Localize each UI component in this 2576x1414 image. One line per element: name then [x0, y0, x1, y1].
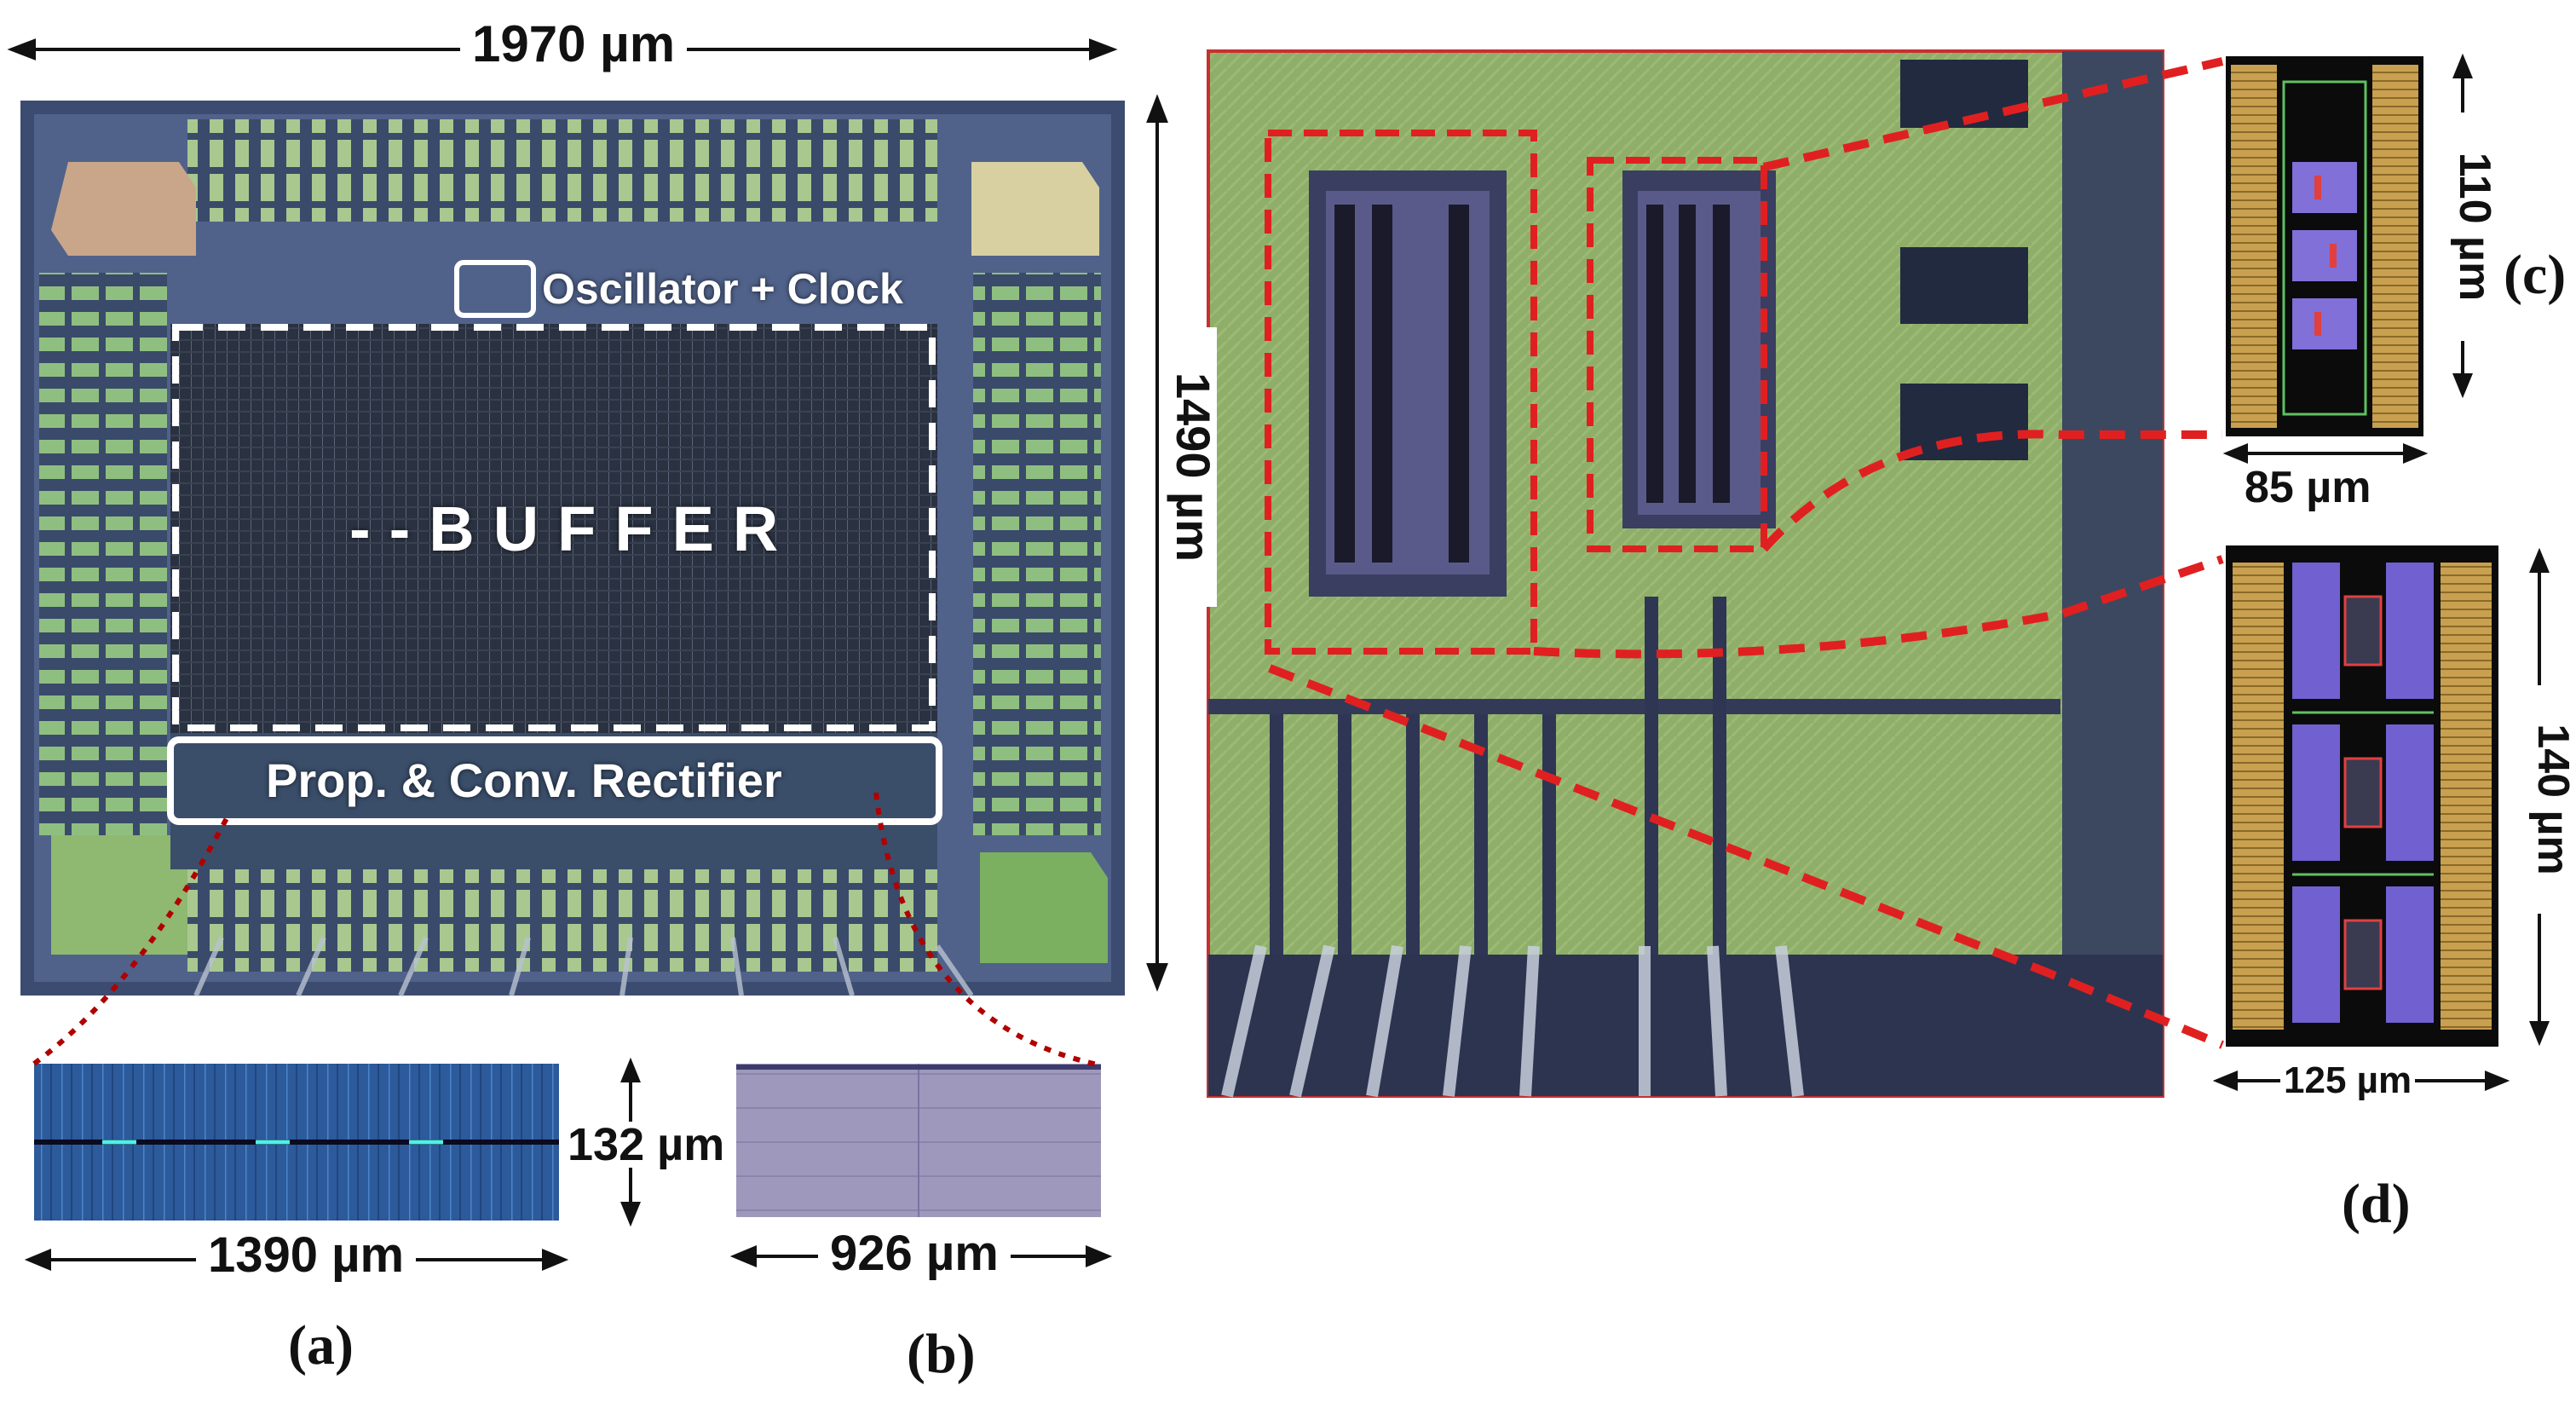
- panel-a-width-label: 1390 µm: [196, 1231, 417, 1280]
- panel-a-caption: (a): [288, 1314, 354, 1376]
- panel-d-caption: (d): [2342, 1173, 2411, 1235]
- panel-c-height-label: 110 µm: [2450, 113, 2499, 341]
- panel-d-height-label: 140 µm: [2528, 685, 2576, 914]
- die-width-label: 1970 µm: [460, 19, 688, 70]
- panel-a-height-label: 132 µm: [562, 1122, 730, 1168]
- panel-b-zoom-lines: [873, 792, 1102, 1068]
- die-photo: [20, 101, 1125, 997]
- panel-c-caption: (c): [2504, 244, 2567, 306]
- panel-d-layout: [2226, 545, 2498, 1047]
- rectifier-label: Prop. & Conv. Rectifier: [266, 753, 782, 807]
- panel-d-width-label: 125 µm: [2280, 1062, 2416, 1099]
- panel-c-layout: [2226, 56, 2423, 436]
- zoom-photo: [1207, 49, 2164, 1098]
- buffer-label: --BUFFER: [349, 493, 798, 564]
- panel-b-width-label: 926 µm: [818, 1229, 1011, 1278]
- panel-b-layout: [736, 1064, 1101, 1217]
- die-height-label: 1490 µm: [1167, 327, 1220, 607]
- zoom-leader-lines: [1268, 57, 2224, 1049]
- panel-a-layout: [34, 1064, 559, 1221]
- panel-b-caption: (b): [907, 1323, 976, 1385]
- panel-c-width-label: 85 µm: [2241, 465, 2375, 510]
- oscillator-label: Oscillator + Clock: [542, 265, 903, 313]
- panel-a-zoom-lines: [32, 817, 229, 1066]
